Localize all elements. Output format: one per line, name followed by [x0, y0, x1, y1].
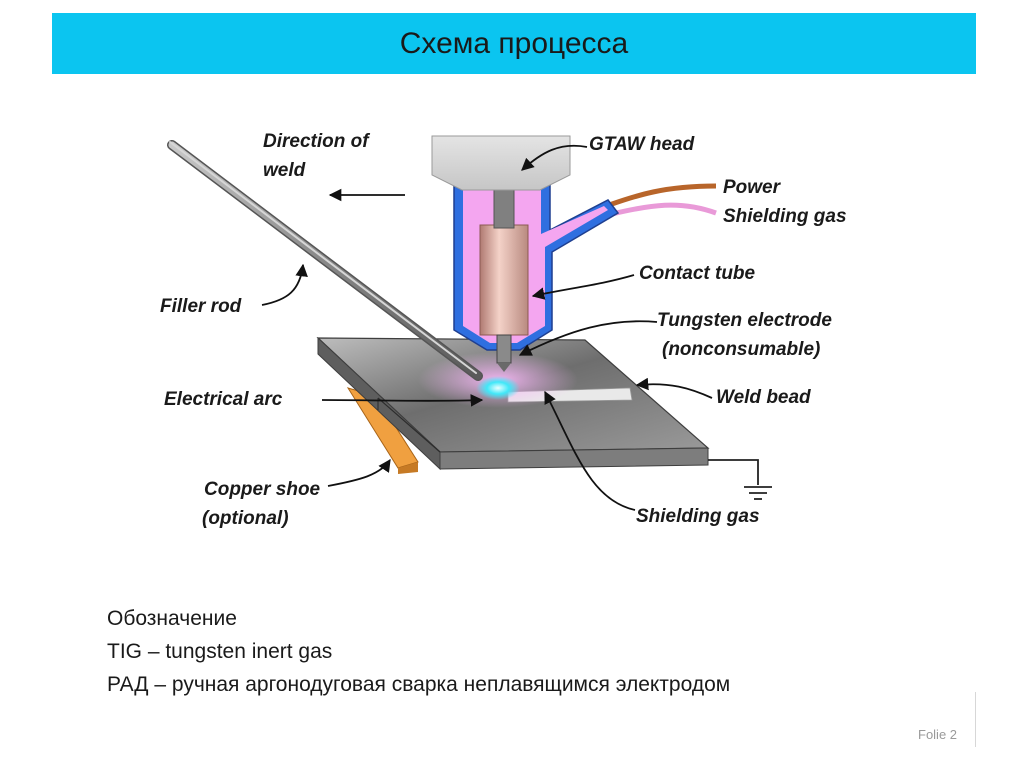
title-bar: Схема процесса	[52, 13, 976, 74]
label-shielding-gas: Shielding gas	[636, 506, 760, 527]
pointer-arrows	[261, 144, 713, 511]
notes-rad: РАД – ручная аргонодуговая сварка неплав…	[107, 673, 731, 696]
label-tungsten-line1: Tungsten electrode	[657, 310, 832, 331]
label-electrical-arc: Electrical arc	[164, 389, 283, 410]
label-weld-bead: Weld bead	[716, 387, 811, 408]
footer-divider	[975, 692, 976, 747]
gtaw-head	[431, 135, 571, 191]
shielding-gas-hose	[611, 202, 717, 217]
label-gtaw-head: GTAW head	[589, 134, 695, 155]
electrical-arc	[476, 376, 520, 400]
slide-title: Схема процесса	[399, 26, 629, 60]
contact-tube	[479, 224, 529, 336]
gtaw-process-diagram: Direction of weld GTAW head Power Shield…	[160, 131, 847, 529]
label-direction-line1: Direction of	[263, 131, 370, 152]
label-shielding-gas-hose: Shielding gas	[723, 206, 847, 227]
ground-icon	[708, 459, 772, 500]
tungsten-electrode	[496, 334, 512, 364]
label-power: Power	[723, 177, 782, 198]
notes-tig: TIG – tungsten inert gas	[107, 640, 333, 663]
label-filler-rod: Filler rod	[160, 296, 242, 317]
gtaw-torch	[431, 135, 620, 372]
label-contact-tube: Contact tube	[639, 263, 756, 284]
label-direction-line2: weld	[263, 160, 306, 181]
filler-rod	[167, 140, 483, 381]
notes-heading: Обозначение	[107, 607, 237, 630]
notes-block: Обозначение TIG – tungsten inert gas РАД…	[107, 602, 730, 701]
slide-number: Folie 2	[918, 727, 958, 742]
label-copper-shoe-line2: (optional)	[202, 508, 289, 529]
label-copper-shoe-line1: Copper shoe	[204, 479, 321, 500]
label-tungsten-line2: (nonconsumable)	[662, 339, 820, 360]
